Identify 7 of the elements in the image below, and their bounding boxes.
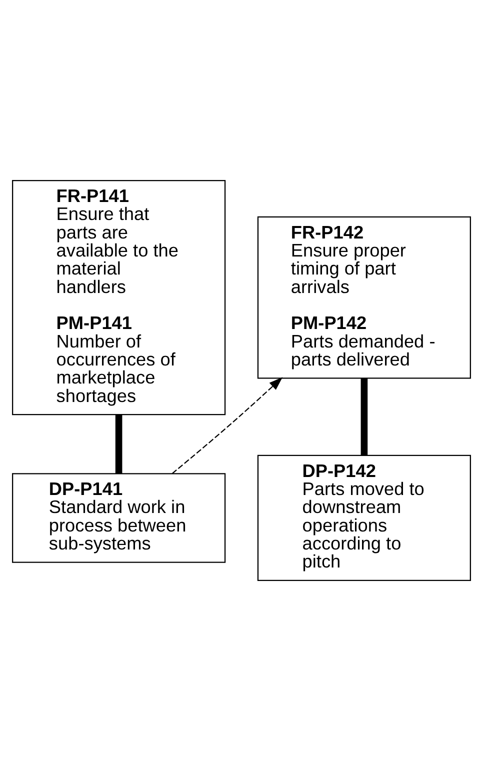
node-box: FR-P142 Ensure proper timing of part arrivals PM-P142 Parts demanded - parts delivered — [257, 216, 471, 378]
arrow — [172, 376, 283, 474]
connector — [360, 378, 368, 455]
node-box: FR-P141 Ensure that parts are available to the material handlers PM-P141 Number of occurrences of marketplace shortages — [12, 179, 226, 415]
node-box: DP-P141 Standard work in process between sub-systems — [12, 472, 226, 562]
node-box: DP-P142 Parts moved to downstream operations according to pitch — [257, 454, 471, 581]
connector — [115, 414, 122, 474]
